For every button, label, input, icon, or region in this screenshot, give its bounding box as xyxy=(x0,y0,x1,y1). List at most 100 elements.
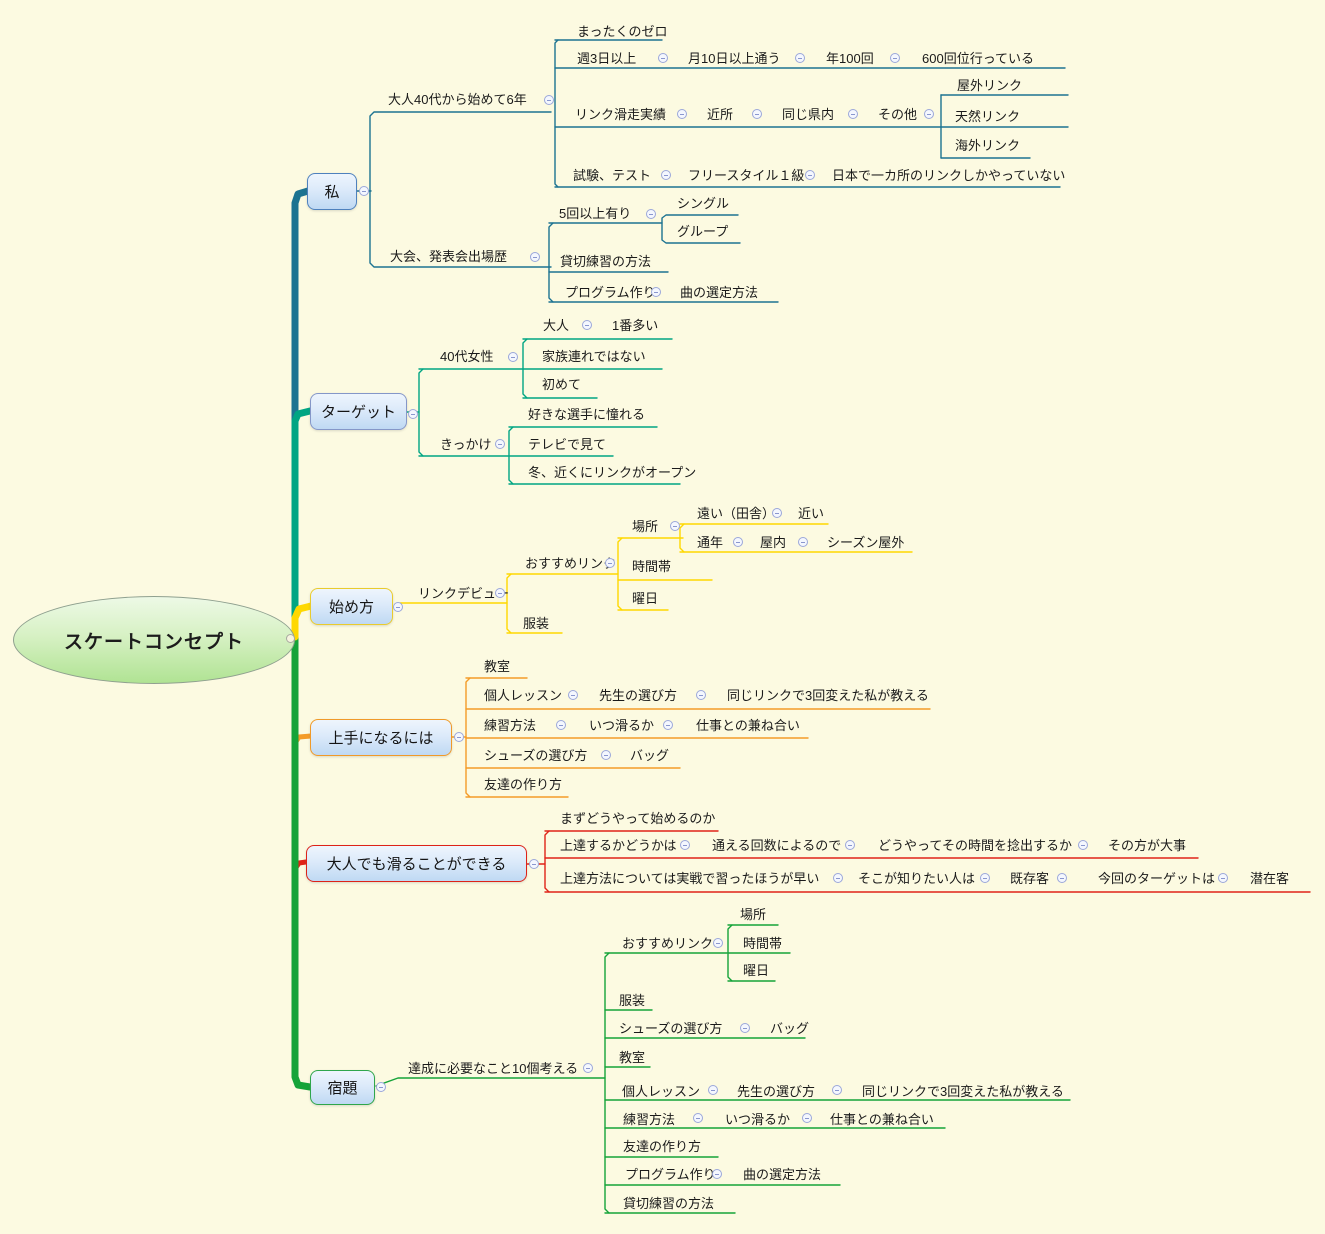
main-topic-homework[interactable]: 宿題 xyxy=(310,1070,375,1105)
collapse-icon[interactable] xyxy=(802,1113,812,1123)
node-label[interactable]: その方が大事 xyxy=(1108,838,1187,853)
node-label[interactable]: 時間帯 xyxy=(743,936,783,951)
node-label[interactable]: 同じリンクで3回変えた私が教える xyxy=(727,688,929,703)
collapse-icon[interactable] xyxy=(529,859,539,869)
node-label[interactable]: 通える回数によるので xyxy=(712,838,842,853)
collapse-icon[interactable] xyxy=(693,1113,703,1123)
node-label[interactable]: フリースタイル１級 xyxy=(688,168,805,183)
collapse-icon[interactable] xyxy=(805,170,815,180)
node-label[interactable]: 先生の選び方 xyxy=(737,1084,816,1099)
node-label[interactable]: プログラム作り xyxy=(625,1167,716,1182)
node-label[interactable]: 好きな選手に憧れる xyxy=(528,407,646,422)
node-label[interactable]: 40代女性 xyxy=(440,349,494,364)
node-label[interactable]: 曲の選定方法 xyxy=(743,1167,822,1182)
collapse-icon[interactable] xyxy=(752,109,762,119)
node-label[interactable]: 練習方法 xyxy=(623,1112,676,1127)
collapse-icon[interactable] xyxy=(530,252,540,262)
collapse-icon[interactable] xyxy=(658,53,668,63)
node-label[interactable]: いつ滑るか xyxy=(589,718,655,733)
collapse-icon[interactable] xyxy=(582,320,592,330)
node-label[interactable]: 先生の選び方 xyxy=(599,688,678,703)
collapse-icon[interactable] xyxy=(833,873,843,883)
node-label[interactable]: プログラム作り xyxy=(565,285,656,300)
collapse-icon[interactable] xyxy=(795,53,805,63)
collapse-icon[interactable] xyxy=(680,840,690,850)
node-label[interactable]: 近所 xyxy=(707,107,734,122)
node-label[interactable]: シングル xyxy=(677,196,730,211)
central-topic[interactable]: スケートコンセプト xyxy=(13,596,295,684)
collapse-icon[interactable] xyxy=(798,537,808,547)
collapse-icon[interactable] xyxy=(712,1169,722,1179)
collapse-icon[interactable] xyxy=(583,1063,593,1073)
node-label[interactable]: 600回位行っている xyxy=(922,51,1035,66)
collapse-icon[interactable] xyxy=(1078,840,1088,850)
node-label[interactable]: 冬、近くにリンクがオープン xyxy=(528,465,697,480)
node-label[interactable]: 1番多い xyxy=(612,318,659,333)
collapse-icon[interactable] xyxy=(544,95,554,105)
node-label[interactable]: いつ滑るか xyxy=(725,1112,791,1127)
collapse-icon[interactable] xyxy=(677,109,687,119)
collapse-icon[interactable] xyxy=(980,873,990,883)
node-label[interactable]: まったくのゼロ xyxy=(577,24,668,39)
node-label[interactable]: 月10日以上通う xyxy=(688,51,781,66)
node-label[interactable]: 曲の選定方法 xyxy=(680,285,759,300)
node-label[interactable]: きっかけ xyxy=(440,437,492,452)
node-label[interactable]: 上達するかどうかは xyxy=(560,838,677,853)
node-label[interactable]: 時間帯 xyxy=(632,559,672,574)
node-label[interactable]: グループ xyxy=(677,224,729,239)
collapse-icon[interactable] xyxy=(605,558,615,568)
collapse-icon[interactable] xyxy=(663,720,673,730)
node-label[interactable]: 教室 xyxy=(484,659,511,674)
main-topic-how-to-start[interactable]: 始め方 xyxy=(310,588,393,625)
collapse-icon[interactable] xyxy=(651,287,661,297)
node-label[interactable]: 屋内 xyxy=(760,535,787,550)
collapse-icon[interactable] xyxy=(924,109,934,119)
node-label[interactable]: 服装 xyxy=(619,993,646,1008)
main-topic-adults-can-skate[interactable]: 大人でも滑ることができる xyxy=(306,845,527,882)
main-topic-target[interactable]: ターゲット xyxy=(310,393,407,430)
collapse-icon[interactable] xyxy=(1057,873,1067,883)
node-label[interactable]: 大人40代から始めて6年 xyxy=(388,92,527,107)
main-topic-me[interactable]: 私 xyxy=(307,173,357,210)
node-label[interactable]: 日本で一カ所のリンクしかやっていない xyxy=(832,168,1066,183)
node-label[interactable]: 場所 xyxy=(632,519,659,534)
node-label[interactable]: バッグ xyxy=(630,748,670,763)
collapse-icon[interactable] xyxy=(508,352,518,362)
collapse-icon[interactable] xyxy=(740,1023,750,1033)
node-label[interactable]: 同じ県内 xyxy=(782,107,835,122)
node-label[interactable]: 通年 xyxy=(697,535,724,550)
collapse-icon[interactable] xyxy=(646,209,656,219)
node-label[interactable]: 服装 xyxy=(523,616,550,631)
node-label[interactable]: 貸切練習の方法 xyxy=(560,254,652,269)
collapse-icon[interactable] xyxy=(556,720,566,730)
node-label[interactable]: そこが知りたい人は xyxy=(858,871,976,886)
node-label[interactable]: 海外リンク xyxy=(955,138,1021,153)
node-label[interactable]: シーズン屋外 xyxy=(827,535,905,550)
node-label[interactable]: 5回以上有り xyxy=(559,206,632,221)
main-topic-improve[interactable]: 上手になるには xyxy=(310,719,452,756)
node-label[interactable]: 教室 xyxy=(619,1050,646,1065)
collapse-icon[interactable] xyxy=(848,109,858,119)
node-label[interactable]: 仕事との兼ね合い xyxy=(830,1112,934,1127)
node-label[interactable]: 潜在客 xyxy=(1250,871,1290,886)
node-label[interactable]: 仕事との兼ね合い xyxy=(696,718,800,733)
node-label[interactable]: 同じリンクで3回変えた私が教える xyxy=(862,1084,1064,1099)
collapse-icon[interactable] xyxy=(772,508,782,518)
collapse-icon[interactable] xyxy=(845,840,855,850)
collapse-icon[interactable] xyxy=(376,1082,386,1092)
node-label[interactable]: 友達の作り方 xyxy=(623,1139,702,1154)
collapse-icon[interactable] xyxy=(832,1085,842,1095)
collapse-icon[interactable] xyxy=(670,521,680,531)
collapse-icon[interactable] xyxy=(359,186,369,196)
node-label[interactable]: 貸切練習の方法 xyxy=(623,1196,715,1211)
node-label[interactable]: バッグ xyxy=(770,1021,810,1036)
node-label[interactable]: 達成に必要なこと10個考える xyxy=(408,1061,579,1076)
node-label[interactable]: 屋外リンク xyxy=(957,78,1023,93)
node-label[interactable]: 初めて xyxy=(542,377,582,392)
node-label[interactable]: シューズの選び方 xyxy=(619,1021,723,1036)
node-label[interactable]: リンク滑走実績 xyxy=(575,107,667,122)
collapse-icon[interactable] xyxy=(568,690,578,700)
node-label[interactable]: 大人 xyxy=(543,318,570,333)
collapse-icon[interactable] xyxy=(454,732,464,742)
collapse-icon[interactable] xyxy=(495,588,505,598)
